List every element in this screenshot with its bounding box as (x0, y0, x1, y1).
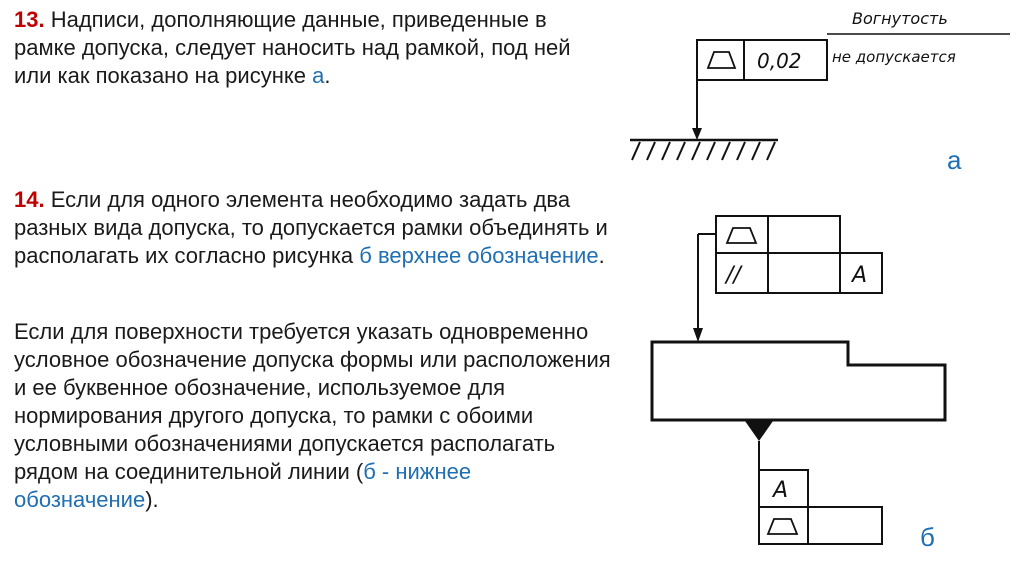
paragraph-tail: . (324, 63, 331, 88)
flatness-symbol-icon (766, 518, 799, 535)
figure-reference: а (312, 63, 325, 88)
paragraph-text: Если для одного элемента необходимо зада… (14, 187, 608, 268)
tolerance-value: 0,02 (757, 49, 802, 73)
figure-a-drawing: Вогнутость 0,02 не допускается (630, 9, 1010, 161)
tolerance-frame (696, 39, 828, 81)
arrow-icon (692, 128, 702, 140)
frame-top-row1 (715, 215, 769, 254)
frame-bottom (758, 506, 809, 545)
flatness-symbol-icon (706, 51, 737, 69)
parallelism-symbol-icon: // (724, 263, 743, 288)
item-number: 14. (14, 187, 45, 212)
figure-b-drawing: // А А (650, 215, 947, 545)
paragraph-text: Если для поверхности требуется указать о… (14, 319, 611, 484)
paragraph-14: 14. Если для одного элемента необходимо … (14, 186, 614, 270)
paragraph-text: Надписи, дополняющие данные, приведенные… (14, 7, 571, 88)
datum-letter: А (771, 478, 788, 503)
figure-a-label: а (947, 145, 962, 175)
paragraph-tail: . (598, 243, 605, 268)
item-number: 13. (14, 7, 45, 32)
figure-reference: б верхнее обозначение (359, 243, 599, 268)
part-outline (650, 340, 947, 422)
note-side: не допускается (832, 48, 956, 66)
flatness-symbol-icon (725, 227, 758, 244)
figure-reference: б - нижнее обозначение (14, 459, 472, 512)
paragraph-tail: ). (145, 487, 159, 512)
paragraph-combined-frames: Если для поверхности требуется указать о… (14, 318, 614, 514)
frame-top-row2 (715, 252, 769, 294)
hatching (631, 141, 776, 161)
note-above: Вогнутость (852, 9, 948, 28)
datum-triangle-icon (745, 421, 773, 441)
figure-b-label: б (920, 522, 935, 552)
arrow-icon (693, 328, 703, 342)
datum-letter: А (850, 263, 867, 288)
paragraph-13: 13. Надписи, дополняющие данные, приведе… (14, 6, 614, 90)
